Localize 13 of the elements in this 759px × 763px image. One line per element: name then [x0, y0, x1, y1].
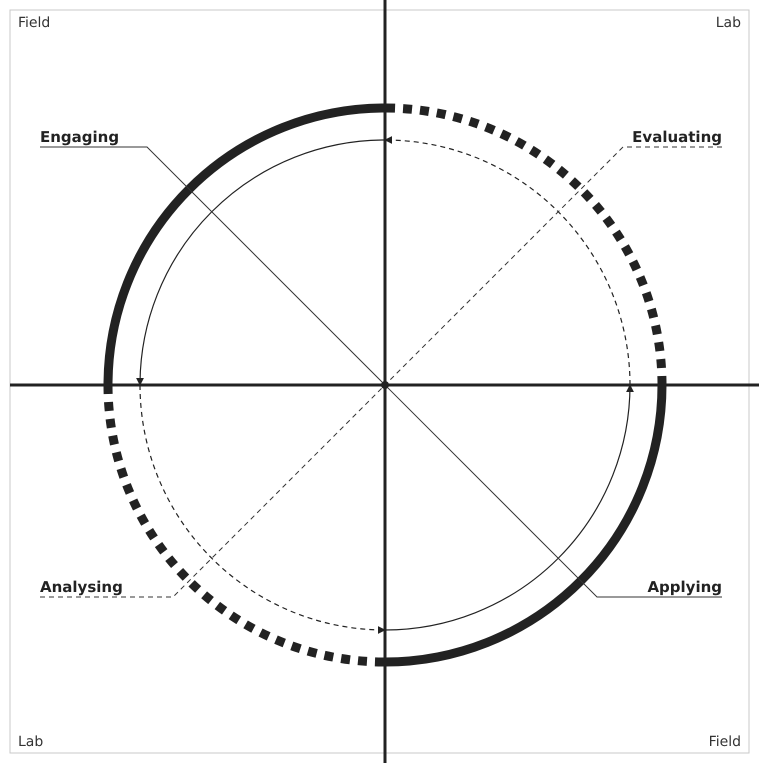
- quadrant-label: Field: [708, 733, 741, 751]
- leader-line: [40, 387, 383, 598]
- stage-label: Engaging: [40, 128, 120, 146]
- quadrant-label: Field: [18, 14, 50, 32]
- stage-label: Evaluating: [632, 128, 722, 146]
- leader-line: [387, 387, 722, 598]
- quadrant-label: Lab: [716, 14, 741, 32]
- leader-line: [40, 146, 383, 383]
- stage-label: Analysing: [40, 578, 123, 596]
- stage-label: Applying: [647, 578, 722, 596]
- center-point: [381, 381, 389, 389]
- leader-line: [387, 146, 722, 383]
- quadrant-label: Lab: [18, 733, 44, 751]
